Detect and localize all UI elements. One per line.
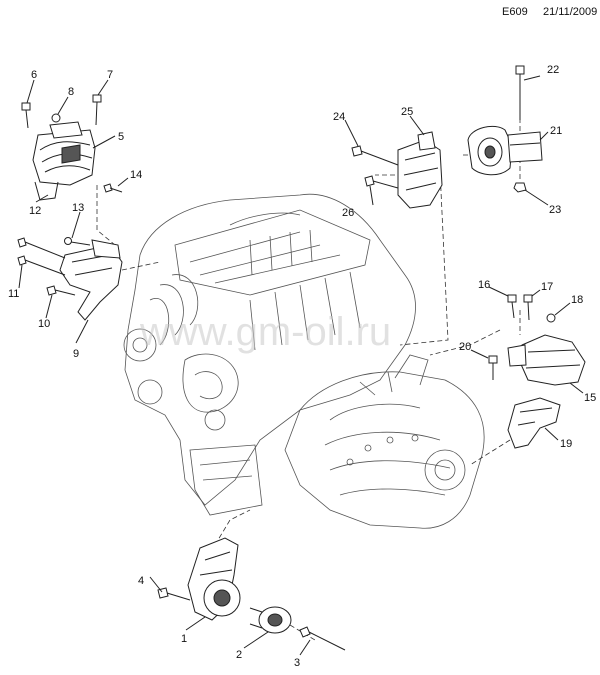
bolt-13	[64, 237, 91, 246]
bolt-20	[488, 355, 498, 380]
watermark: www.gm-oil.ru	[139, 310, 391, 354]
callout-5: 5	[118, 131, 124, 143]
diagram-code: E609	[502, 6, 528, 18]
mount-bracket-left	[59, 239, 123, 321]
transmission-mount-15	[507, 334, 586, 386]
bolt-7	[92, 94, 102, 126]
nut-8	[51, 113, 61, 123]
mount-bracket-19	[507, 397, 561, 449]
bolt-24	[351, 145, 399, 166]
callout-11: 11	[8, 288, 19, 300]
nut-23	[513, 182, 527, 193]
callout-3: 3	[294, 657, 300, 669]
callout-7: 7	[107, 69, 113, 81]
callout-24: 24	[333, 111, 345, 123]
bolt-4	[157, 587, 191, 601]
callout-10: 10	[38, 318, 50, 330]
bushing-2	[249, 606, 292, 634]
callout-4: 4	[138, 575, 144, 587]
callout-16: 16	[478, 279, 490, 291]
engine-mount-21	[467, 125, 543, 176]
bolt-22	[515, 65, 525, 120]
bolt-14	[103, 183, 123, 193]
callout-21: 21	[550, 125, 562, 137]
callout-13: 13	[72, 202, 84, 214]
callout-6: 6	[31, 69, 37, 81]
callout-12: 12	[29, 205, 41, 217]
bolt-10	[46, 285, 76, 296]
callout-22: 22	[547, 64, 559, 76]
callout-labels: 1 2 3 4 5 6 7 8 9 10 11 12 13 14 15 16 1…	[8, 64, 596, 669]
callout-15: 15	[584, 392, 596, 404]
bolt-11-upper	[17, 237, 66, 259]
assembly-guide-lines	[96, 118, 521, 641]
leader-lines	[18, 75, 584, 656]
callout-1: 1	[181, 633, 187, 645]
bolt-11-lower	[17, 255, 66, 276]
callout-20: 20	[459, 341, 471, 353]
callout-19: 19	[560, 438, 572, 450]
callout-25: 25	[401, 106, 413, 118]
callout-9: 9	[73, 348, 79, 360]
callout-8: 8	[68, 86, 74, 98]
diagram-date: 21/11/2009	[543, 6, 598, 18]
callout-23: 23	[549, 204, 561, 216]
bolt-17	[523, 294, 533, 321]
nut-18	[546, 313, 556, 323]
callout-18: 18	[571, 294, 583, 306]
callout-26: 26	[342, 207, 354, 219]
callout-2: 2	[236, 649, 242, 661]
engine-mount-upper-left	[32, 121, 96, 201]
rear-mount-1	[187, 537, 241, 621]
engine-assembly	[123, 193, 485, 529]
callout-17: 17	[541, 281, 553, 293]
callout-14: 14	[130, 169, 142, 181]
bolt-16	[507, 294, 517, 319]
mount-bracket-25	[397, 131, 443, 209]
bolt-26	[364, 175, 399, 189]
bolt-6	[21, 102, 31, 129]
bolt-3	[299, 626, 346, 651]
